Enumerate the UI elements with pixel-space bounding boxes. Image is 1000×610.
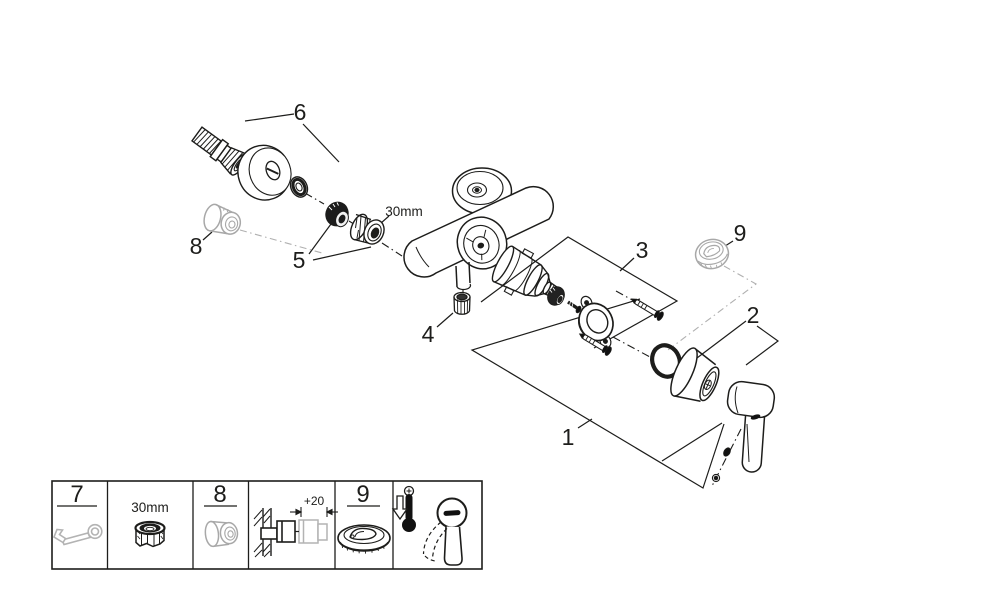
cartridge-adapter-nut: [547, 286, 565, 306]
bracket-5: [308, 223, 332, 255]
part-4-adapter: [453, 291, 471, 315]
leader-8: [202, 231, 213, 241]
part-8-plug-cap: [203, 203, 242, 235]
callout-3: 3: [636, 237, 649, 263]
legend-cell-extension: +20: [253, 494, 338, 558]
handle-sleeve: [670, 347, 720, 402]
legend-label-plus20: +20: [304, 494, 325, 508]
body-bottom-stub: [455, 261, 472, 291]
seal-washer: [289, 176, 309, 198]
bracket-2: [692, 320, 747, 362]
bracket-6b: [302, 123, 340, 163]
connection-nut-30mm: [349, 213, 385, 245]
thermometer-icon: [402, 485, 416, 532]
callout-5: 5: [293, 247, 306, 273]
arrow-down-icon: [391, 495, 409, 521]
leader-4: [436, 312, 454, 328]
callout-8: 8: [190, 233, 203, 259]
legend-cell-wrench: 7: [53, 481, 103, 546]
part-9-dial-cap: [694, 238, 730, 270]
part-5-nut-group: [325, 201, 385, 245]
callout-9: 9: [734, 220, 747, 246]
legend-label-30mm: 30mm: [131, 500, 169, 515]
nut-size-annotation: 30mm: [385, 204, 423, 219]
faucet-body: [403, 167, 555, 291]
handle-hub: [726, 380, 776, 420]
part-6-union-group: [191, 126, 309, 201]
mixer-handle-icon: [422, 497, 468, 566]
legend-cell-temperature: [391, 485, 468, 566]
wrench-icon: [53, 523, 103, 546]
bracket-2b: [745, 325, 780, 366]
plug-cap-icon: [204, 520, 239, 548]
fixing-screw-2: [578, 333, 612, 356]
gland-nut: [325, 201, 349, 228]
cap-9-axis: [667, 265, 758, 351]
nut-icon: [134, 520, 166, 548]
legend-label-9: 9: [356, 481, 369, 508]
part-3-cartridge-group: [491, 245, 664, 356]
body-front-port: [456, 216, 508, 270]
handle-indicator-slot: [750, 414, 761, 420]
temperature-handle-icon: [391, 485, 468, 566]
legend-label-8: 8: [213, 481, 226, 508]
legend-cell-cap: 8: [204, 481, 239, 548]
fixing-screw-1: [630, 298, 664, 321]
bracket-1b: [661, 422, 723, 462]
bracket-3-tick: [619, 257, 635, 272]
callout-labels: 1 2 3 4 5 6 8 9 30mm: [190, 99, 760, 450]
legend-strip: 7 30mm 8: [51, 480, 483, 570]
handle-screw: [723, 447, 731, 457]
handle-screw-2: [711, 473, 721, 483]
escutcheon-rosette: [237, 144, 292, 201]
cartridge: [491, 245, 558, 298]
cap-8-axis: [239, 229, 323, 254]
legend-box: [51, 480, 483, 570]
dial-cap-icon: [337, 524, 391, 554]
bracket-5b: [312, 246, 372, 261]
wall-extension-icon: [253, 507, 338, 558]
legend-cell-dial: 9: [337, 481, 391, 554]
legend-cell-nut: 30mm: [131, 500, 169, 548]
bracket-6: [244, 113, 295, 122]
legend-dividers: [106, 481, 394, 569]
callout-6: 6: [294, 99, 307, 125]
callout-brackets: [202, 113, 780, 489]
bracket-1: [470, 298, 725, 489]
part-2-handle-group: [650, 343, 776, 483]
dimension-arrows: [290, 507, 338, 517]
axis-centerlines-gray: [239, 229, 758, 351]
legend-label-7: 7: [70, 481, 83, 508]
callout-1: 1: [562, 424, 575, 450]
cartridge-set-screw: [567, 300, 582, 314]
callout-4: 4: [422, 321, 435, 347]
o-ring: [650, 343, 682, 379]
bracket-1-tick: [577, 418, 593, 429]
retaining-flange: [578, 295, 614, 349]
callout-2: 2: [747, 302, 760, 328]
